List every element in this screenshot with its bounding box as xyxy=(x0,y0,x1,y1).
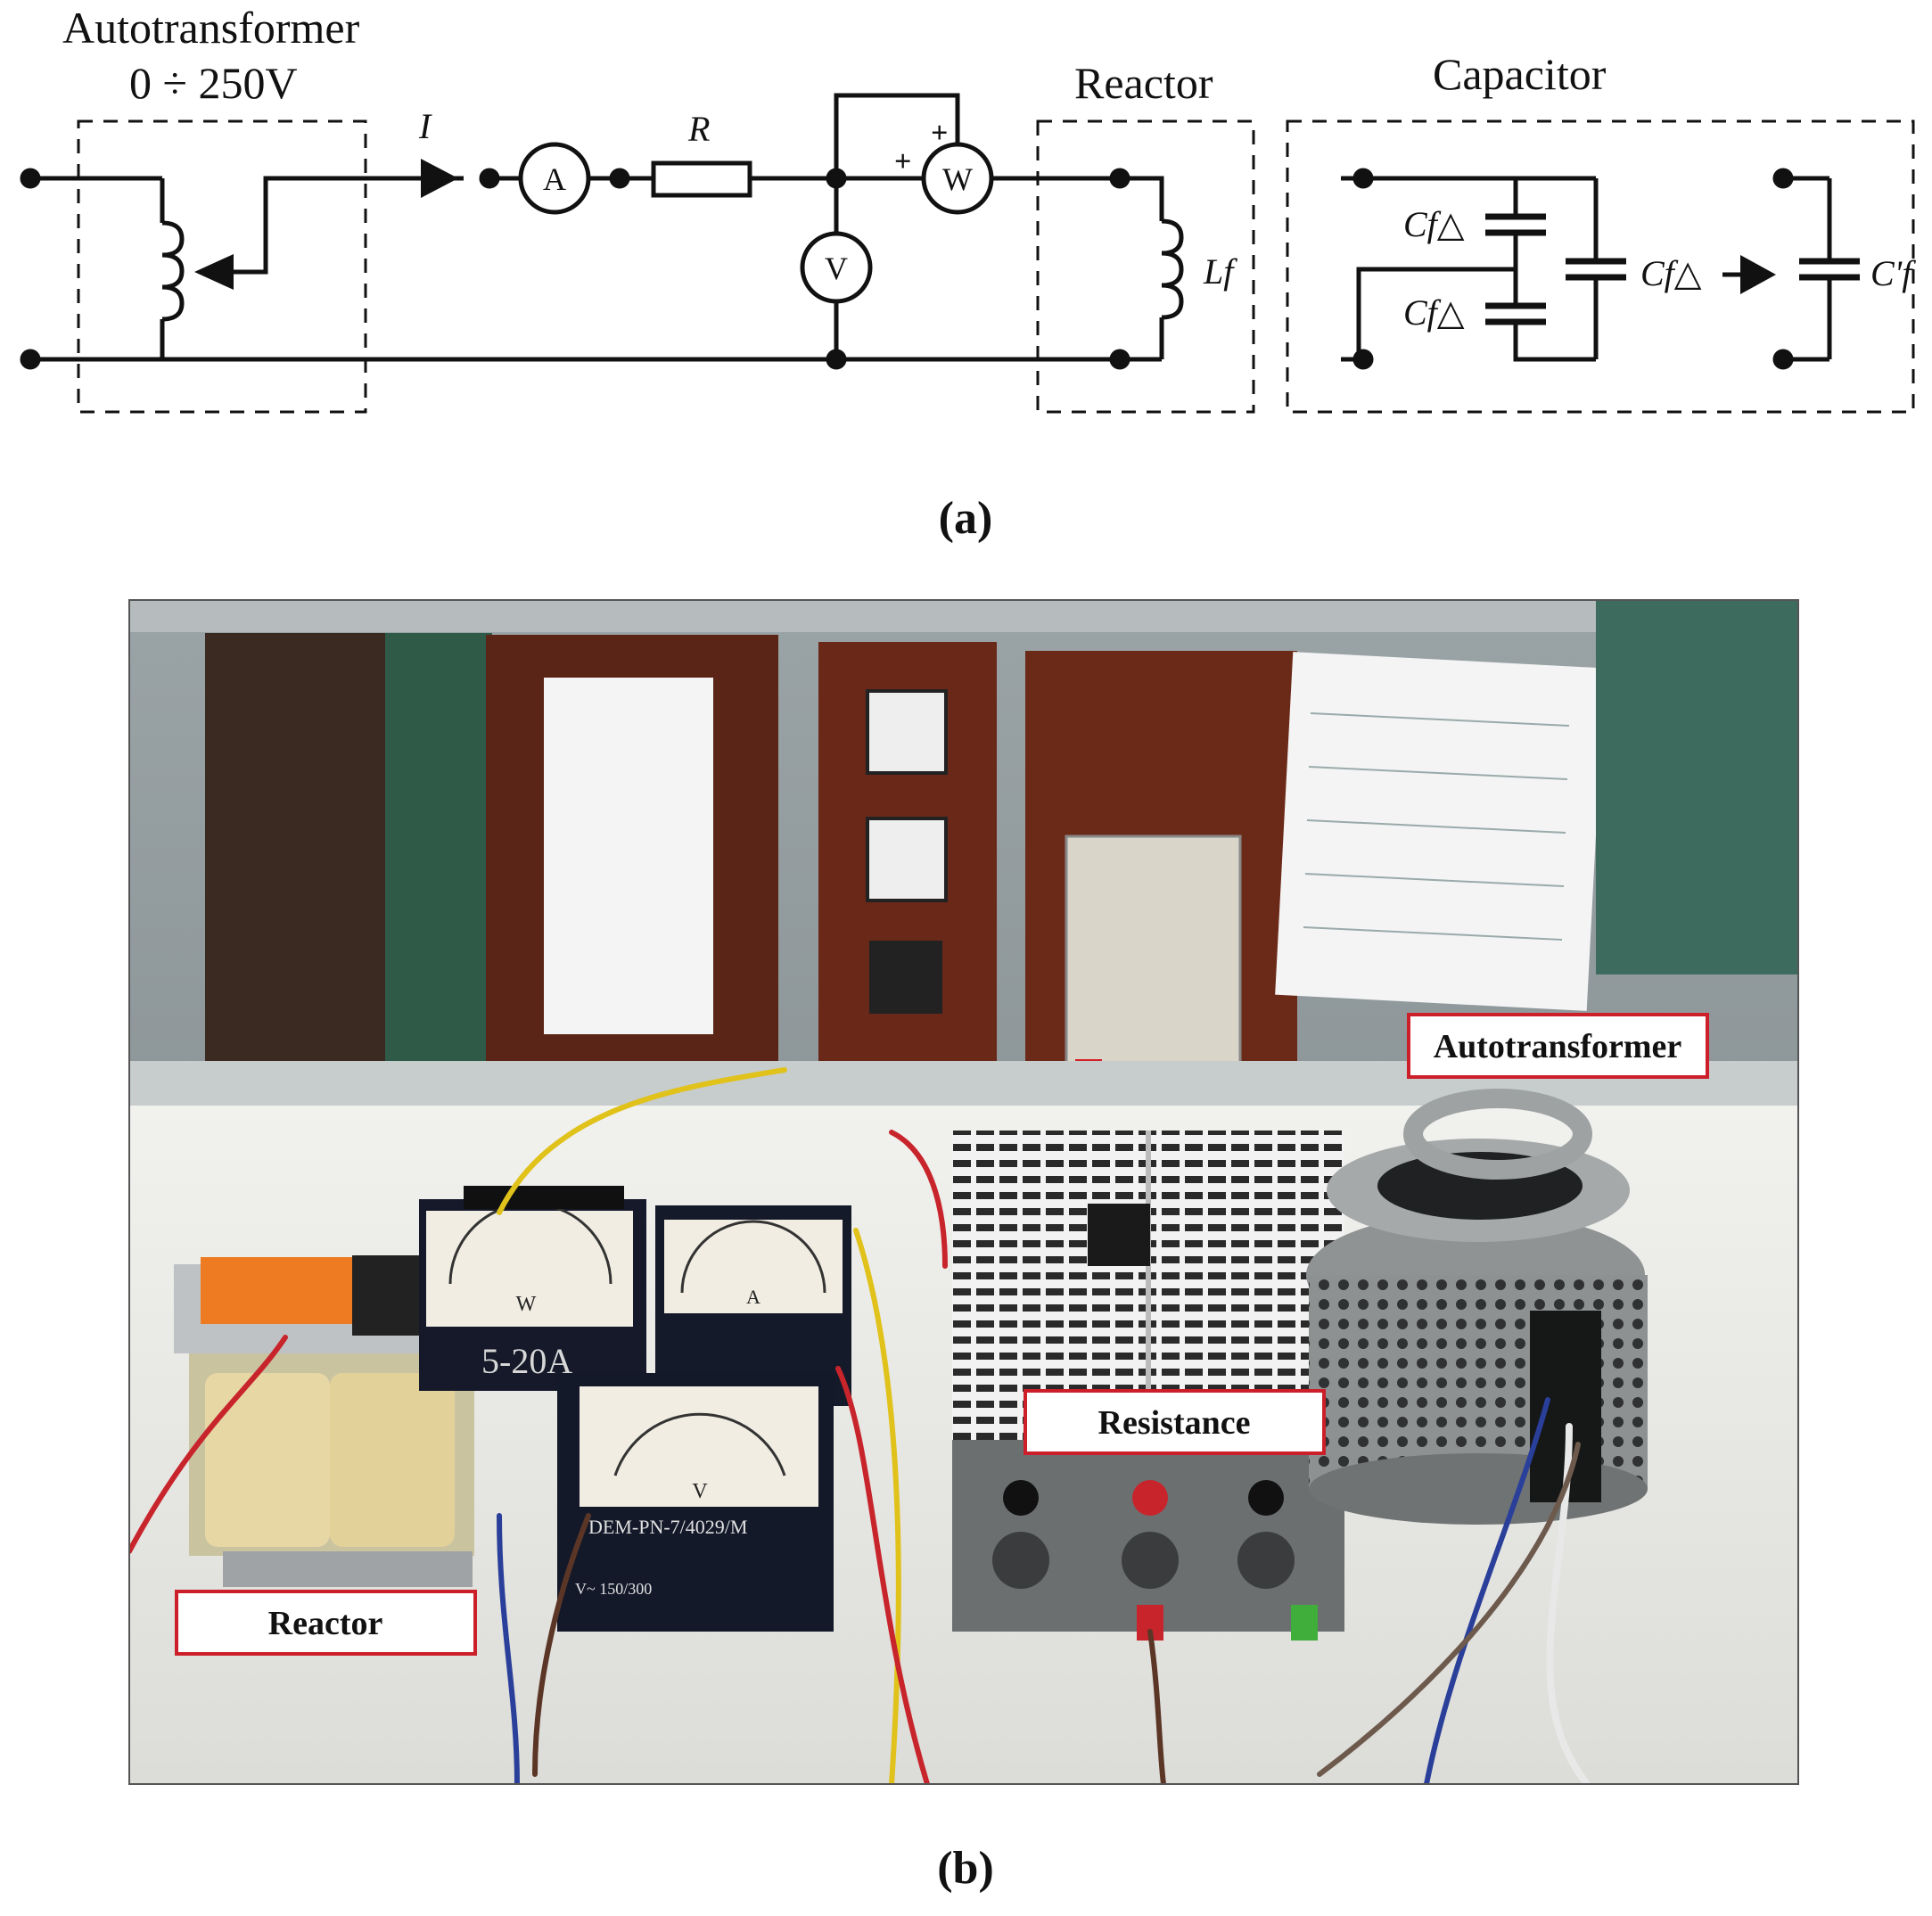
cap-equiv-label: C'f xyxy=(1870,253,1916,293)
tag-reactor: Reactor xyxy=(175,1590,477,1656)
svg-text:Reactor: Reactor xyxy=(268,1605,383,1642)
inductor-label: Lf xyxy=(1203,251,1237,292)
panel-left xyxy=(205,633,415,1061)
capacitor-box xyxy=(1286,119,1915,414)
wattmeter-plus-voltage: + xyxy=(931,117,948,150)
resistor-label: R xyxy=(687,109,710,149)
voltmeter-scale-label: V xyxy=(692,1480,708,1503)
voltmeter-label: V xyxy=(825,251,848,286)
autotransformer-title: Autotransformer xyxy=(62,3,360,53)
current-arrow xyxy=(421,159,458,198)
autotransformer-range: 0 ÷ 250V xyxy=(129,58,298,108)
tag-resistance: Resistance xyxy=(1024,1389,1326,1455)
capacitor-title: Capacitor xyxy=(1433,49,1607,99)
capacitor-delta xyxy=(1341,168,1626,370)
tag-autotransformer: Autotransformer xyxy=(1407,1013,1709,1079)
lab-photo: W 5-20A A V DEM-PN-7/4029/M V~ 150/300 xyxy=(128,599,1799,1894)
circuit-diagram xyxy=(20,93,1915,414)
voltmeter-model: DEM-PN-7/4029/M xyxy=(588,1516,747,1538)
wattmeter-scale-label: W xyxy=(516,1293,537,1316)
caption-a: (a) xyxy=(939,493,993,544)
datasheet xyxy=(1275,652,1605,1011)
voltmeter-photo: V DEM-PN-7/4029/M V~ 150/300 xyxy=(557,1373,834,1632)
cap-delta-bottom-label: Cf△ xyxy=(1403,292,1465,333)
reactor-title: Reactor xyxy=(1074,58,1213,108)
ammeter-scale-label: A xyxy=(746,1286,760,1308)
wattmeter-plus-current: + xyxy=(894,145,911,178)
current-label: I xyxy=(418,106,432,146)
capacitor-equivalent xyxy=(1772,168,1860,370)
equivalence-arrow xyxy=(1740,255,1776,294)
resistor xyxy=(651,160,752,198)
voltmeter-range: V~ 150/300 xyxy=(575,1580,652,1598)
svg-text:Resistance: Resistance xyxy=(1098,1404,1251,1442)
svg-text:Autotransformer: Autotransformer xyxy=(1434,1028,1682,1065)
caption-b: (b) xyxy=(937,1843,994,1894)
cap-delta-top-label: Cf△ xyxy=(1403,204,1465,244)
autotransformer-winding xyxy=(160,178,185,359)
autotransformer-box xyxy=(77,119,367,414)
reactor-box xyxy=(1036,119,1255,414)
cap-delta-equiv-label: Cf△ xyxy=(1640,253,1702,293)
resistance-photo xyxy=(952,1131,1344,1641)
autotransformer-wiper xyxy=(234,176,464,275)
autotransformer-photo xyxy=(1306,1089,1648,1525)
wiper-arrowhead xyxy=(194,254,234,290)
reactor-inductor xyxy=(1161,218,1184,320)
ammeter-photo: A xyxy=(655,1205,851,1406)
wattmeter-label: W xyxy=(942,161,973,197)
ammeter-label: A xyxy=(543,161,566,197)
wattmeter-photo: W 5-20A xyxy=(419,1186,646,1391)
